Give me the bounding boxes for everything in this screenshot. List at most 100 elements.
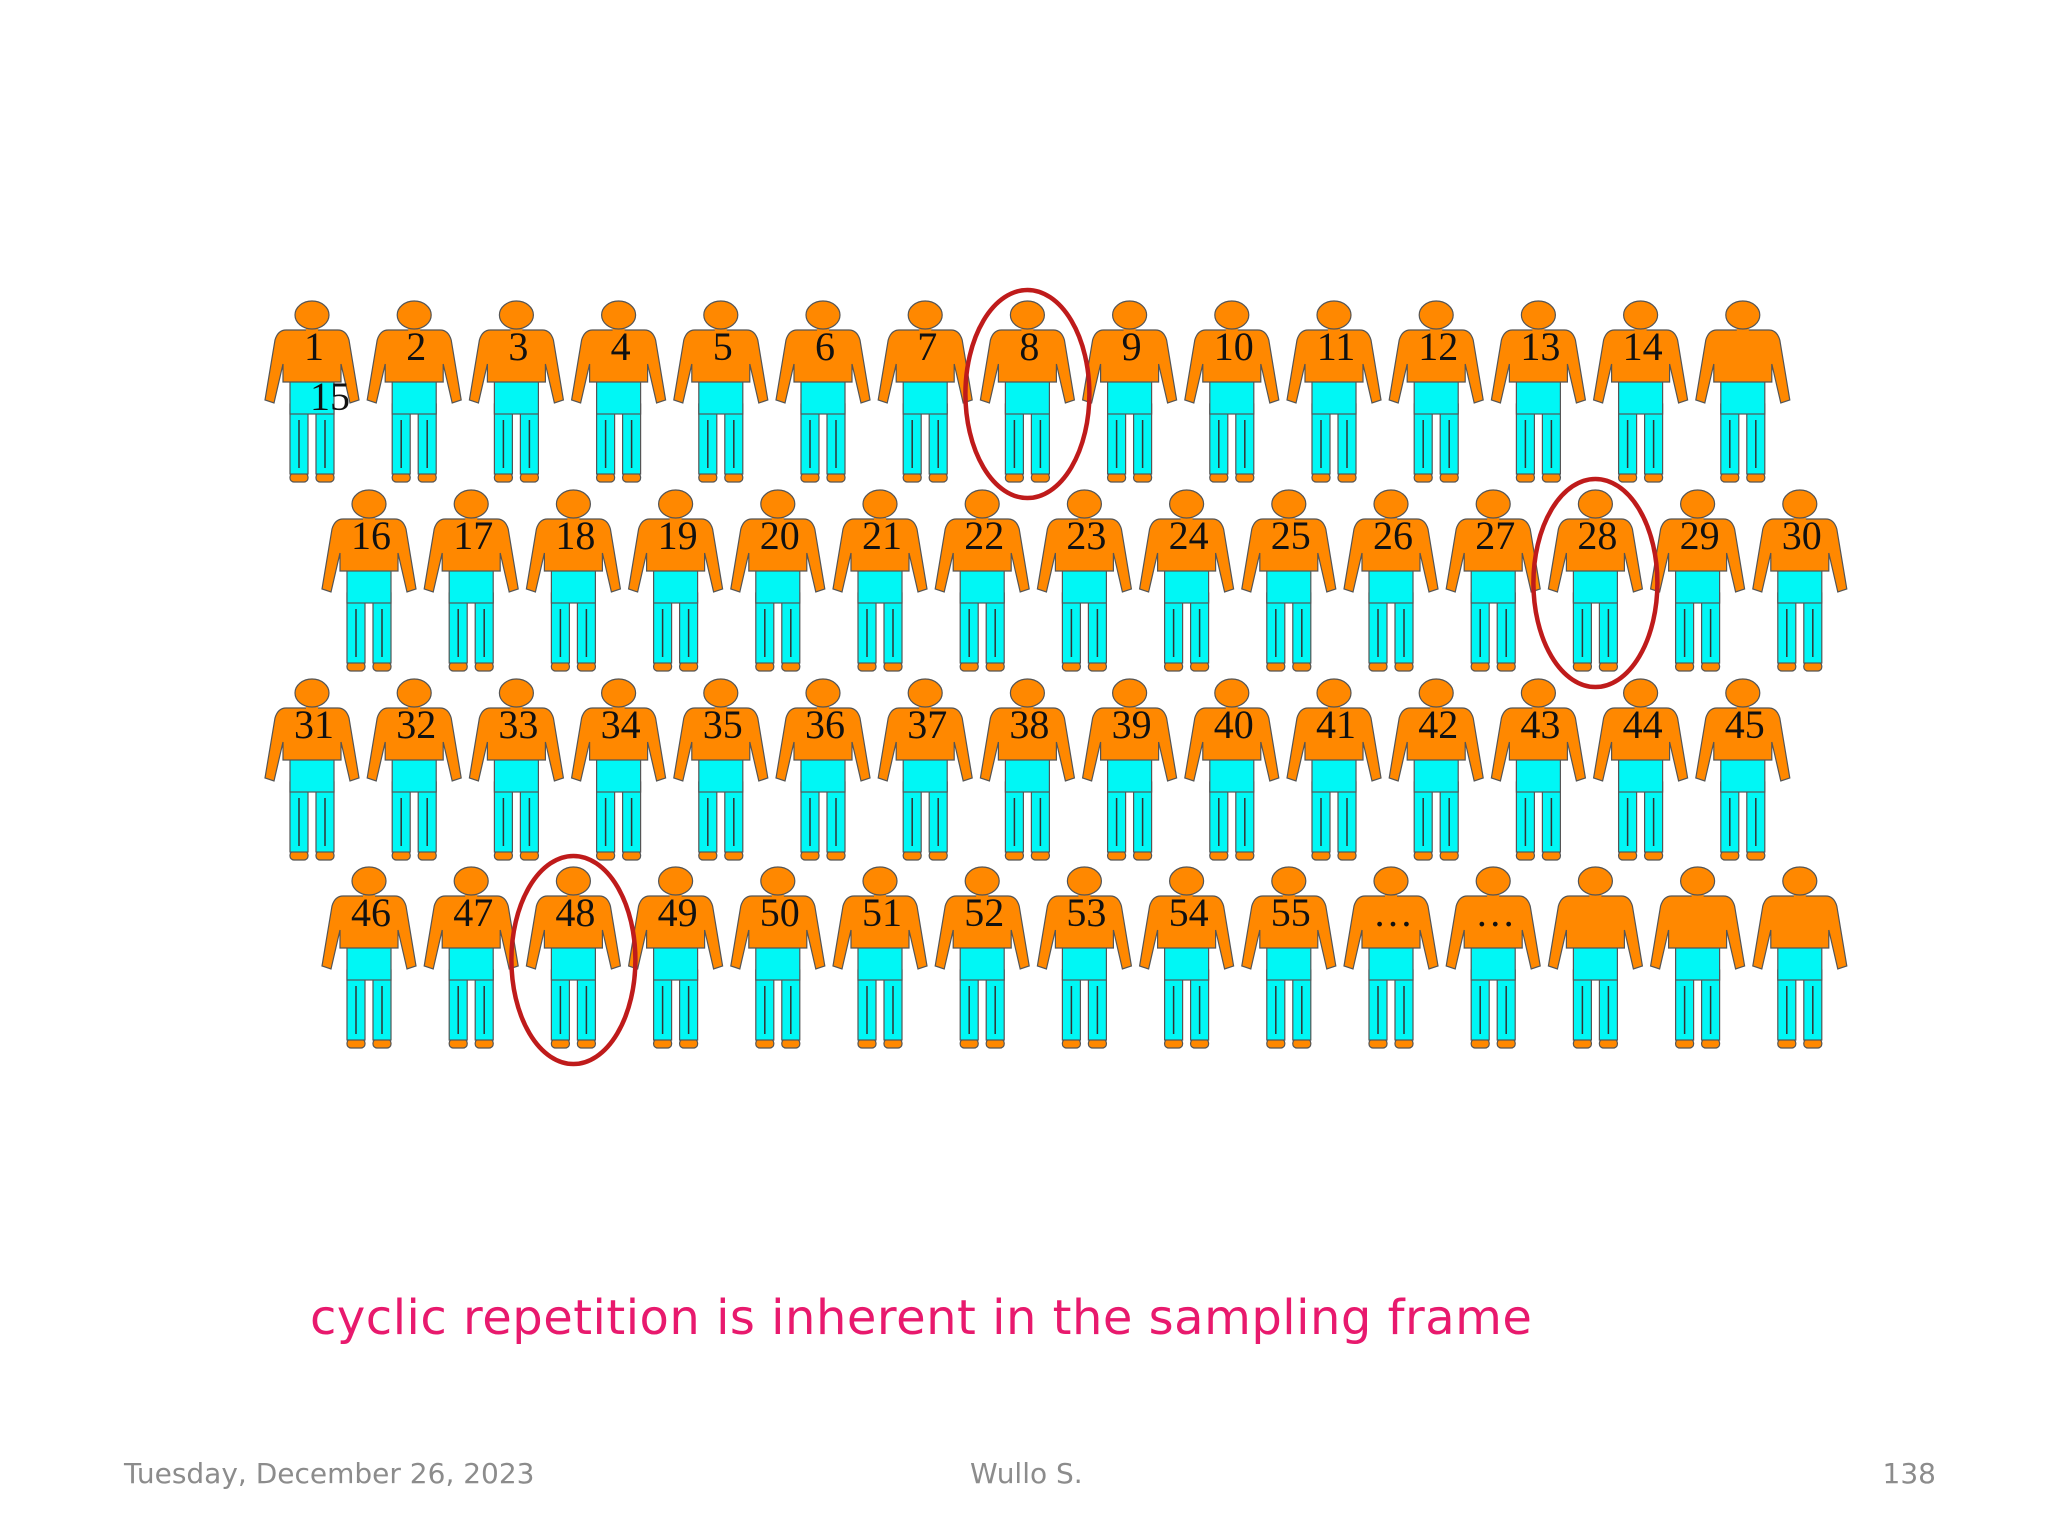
person-number: 20: [760, 513, 800, 558]
person-figure: 23: [1036, 489, 1133, 672]
person-number: 9: [1122, 324, 1142, 369]
person-figure: 48: [525, 866, 622, 1049]
person-figure: 7: [877, 300, 973, 483]
person-figure: 21: [832, 489, 928, 672]
person-number: 30: [1782, 513, 1822, 558]
person-figure: 37: [877, 678, 973, 861]
person-figure: 20: [730, 489, 826, 672]
person-number: 32: [396, 702, 436, 747]
person-number: 51: [862, 890, 902, 935]
person-figure: [1695, 300, 1791, 483]
person-number: …: [1373, 890, 1413, 935]
person-number: 33: [498, 702, 538, 747]
person-figure: 6: [775, 300, 871, 483]
person-figure: 10: [1184, 300, 1280, 483]
person-number: 12: [1418, 324, 1458, 369]
person-figure: 38: [979, 678, 1076, 861]
person-figure: 25: [1241, 489, 1337, 672]
person-figure: [1547, 866, 1644, 1049]
person-figure: 17: [423, 489, 519, 672]
person-figure: 24: [1138, 489, 1235, 672]
person-figure: 33: [468, 678, 565, 861]
person-number: 55: [1271, 890, 1311, 935]
person-figure: 1: [264, 300, 360, 483]
person-number: …: [1475, 890, 1515, 935]
person-figure: 43: [1490, 678, 1587, 861]
person-number: 37: [907, 702, 947, 747]
selection-circle: [509, 853, 638, 1067]
person-number: 39: [1112, 702, 1152, 747]
person-figure: …: [1343, 866, 1439, 1049]
person-number: 10: [1214, 324, 1254, 369]
person-number: 7: [917, 324, 937, 369]
person-figure: 35: [673, 678, 769, 861]
person-figure: 40: [1184, 678, 1280, 861]
person-number: 28: [1577, 513, 1617, 558]
person-number: 1: [304, 324, 324, 369]
person-number: 41: [1316, 702, 1356, 747]
person-figure: 11: [1286, 300, 1382, 483]
person-number: 29: [1680, 513, 1720, 558]
person-number: 40: [1214, 702, 1254, 747]
person-figure: …: [1445, 866, 1541, 1049]
person-number: 24: [1169, 513, 1209, 558]
person-figure: 3: [468, 300, 565, 483]
person-number: 27: [1475, 513, 1515, 558]
selection-circle: [1531, 476, 1660, 690]
person-figure: 18: [525, 489, 622, 672]
person-figure: 13: [1490, 300, 1587, 483]
person-number: 50: [760, 890, 800, 935]
person-figure: 41: [1286, 678, 1382, 861]
footer-page-number: 138: [1882, 1457, 1936, 1490]
footer-author: Wullo S.: [970, 1457, 1083, 1490]
person-figure: 39: [1081, 678, 1178, 861]
person-number: 23: [1066, 513, 1106, 558]
person-number: 43: [1520, 702, 1560, 747]
person-number: 36: [805, 702, 845, 747]
person-number: 49: [658, 890, 698, 935]
person-figure: 45: [1695, 678, 1791, 861]
person-figure: 8: [979, 300, 1076, 483]
person-figure: 19: [627, 489, 724, 672]
person-figure: [1649, 866, 1746, 1049]
person-figure: 12: [1388, 300, 1484, 483]
person-figure: 27: [1445, 489, 1541, 672]
person-number: 21: [862, 513, 902, 558]
footer-date: Tuesday, December 26, 2023: [124, 1457, 535, 1490]
person-number: 13: [1520, 324, 1560, 369]
person-figure: 34: [570, 678, 667, 861]
person-number: 18: [555, 513, 595, 558]
person-figure: 30: [1752, 489, 1848, 672]
person-figure: 50: [730, 866, 826, 1049]
person-figure: [1752, 866, 1848, 1049]
person-figure: 47: [423, 866, 519, 1049]
person-figure: 16: [321, 489, 417, 672]
person-figure: 4: [570, 300, 667, 483]
person-figure: 31: [264, 678, 360, 861]
person-figure: 53: [1036, 866, 1133, 1049]
person-number: 31: [294, 702, 334, 747]
person-figure: 52: [934, 866, 1030, 1049]
person-figure: 46: [321, 866, 417, 1049]
person-figure: 42: [1388, 678, 1484, 861]
person-figure: 9: [1081, 300, 1178, 483]
person-figure: 54: [1138, 866, 1235, 1049]
person-number: 8: [1019, 324, 1039, 369]
person-figure: 29: [1649, 489, 1746, 672]
person-number: 47: [453, 890, 493, 935]
person-number: 46: [351, 890, 391, 935]
person-figure: 22: [934, 489, 1030, 672]
person-number: 17: [453, 513, 493, 558]
person-number: 42: [1418, 702, 1458, 747]
person-number: 53: [1066, 890, 1106, 935]
person-figure: 26: [1343, 489, 1439, 672]
person-number: 19: [658, 513, 698, 558]
person-number: 14: [1623, 324, 1663, 369]
person-number: 34: [601, 702, 641, 747]
person-number: 26: [1373, 513, 1413, 558]
person-number: 54: [1169, 890, 1209, 935]
person-number: 11: [1317, 324, 1356, 369]
person-number: 5: [713, 324, 733, 369]
